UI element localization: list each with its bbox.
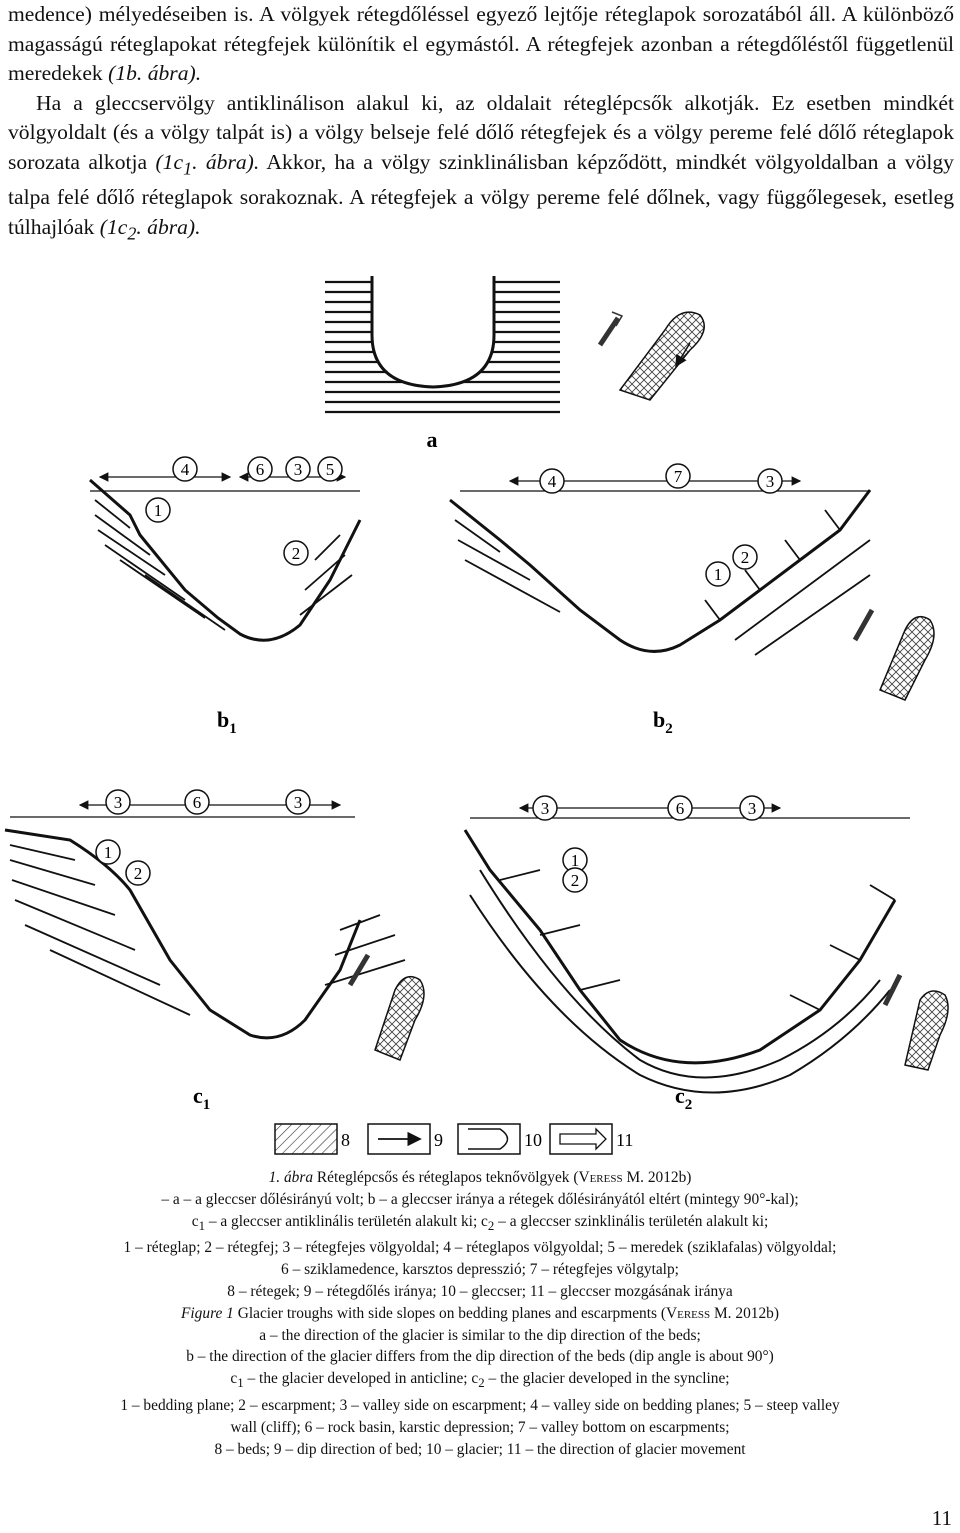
- legend-label-10: 10: [524, 1130, 542, 1150]
- p2-text-a: Ha a gleccservölgy antiklinálison alakul…: [8, 90, 954, 174]
- page-number: 11: [931, 1506, 952, 1530]
- legend-beds-swatch: [274, 1123, 338, 1155]
- b2-marker-2: 2: [741, 548, 750, 567]
- panel-label-b1: b1: [217, 707, 237, 737]
- c1-marker-2: 2: [134, 864, 143, 883]
- body-text: medence) mélyedéseiben is. A völgyek rét…: [8, 0, 954, 249]
- panel-label-a: a: [427, 427, 438, 452]
- c2-marker-3a: 3: [541, 799, 550, 818]
- paragraph-2: Ha a gleccservölgy antiklinálison alakul…: [8, 89, 954, 249]
- b1-marker-2: 2: [292, 544, 301, 563]
- caption-hu-line-4: 1 – réteglap; 2 – rétegfej; 3 – rétegfej…: [123, 1239, 837, 1257]
- legend-label-11: 11: [616, 1130, 633, 1150]
- panel-label-c2: c2: [675, 1083, 692, 1113]
- panel-label-c1: c1: [193, 1083, 210, 1113]
- figure-legend: 8 9 10 11: [274, 1123, 633, 1155]
- b1-marker-5: 5: [326, 460, 335, 479]
- c2-marker-2: 2: [571, 871, 580, 890]
- c2-marker-1: 1: [571, 851, 580, 870]
- c1-marker-3b: 3: [294, 793, 303, 812]
- caption-hu-line-2: – a – a gleccser dőlésirányú volt; b – a…: [161, 1190, 799, 1208]
- p1-line-2: áll. A különböző magasságú réteglapokat …: [8, 2, 955, 56]
- c1-marker-1: 1: [104, 843, 113, 862]
- figure-ref-1b: (1b. ábra).: [108, 61, 202, 85]
- panel-b1: 4 6 3 5 1 2 b1: [89, 456, 362, 737]
- p2-text-b: Akkor, ha a völgy szinklinálisban képződ…: [8, 149, 954, 239]
- b1-marker-6: 6: [256, 460, 265, 479]
- panel-a: a: [325, 276, 705, 452]
- caption-hu-line-6: 8 – rétegek; 9 – rétegdőlés iránya; 10 –…: [227, 1283, 733, 1301]
- legend-movement-swatch: [549, 1123, 613, 1155]
- caption-hu-line-3: c1 – a gleccser antiklinális területén a…: [191, 1212, 769, 1233]
- figure-glacier-troughs: a 4 6 3 5 1 2 b1: [4, 276, 949, 1155]
- caption-hu-line-5: 6 – sziklamedence, karsztos depresszió; …: [281, 1261, 679, 1279]
- b2-marker-4: 4: [548, 472, 557, 491]
- b1-marker-4: 4: [181, 460, 190, 479]
- figure-ref-1c2: (1c2. ábra).: [99, 214, 201, 244]
- b2-marker-1: 1: [714, 565, 723, 584]
- p1-line-1: medence) mélyedéseiben is. A völgyek rét…: [8, 2, 803, 26]
- b1-marker-1: 1: [154, 501, 163, 520]
- legend-label-9: 9: [434, 1130, 443, 1150]
- panel-c1: 3 6 3 1 2 c1: [4, 789, 425, 1113]
- b2-marker-7: 7: [674, 467, 683, 486]
- panel-label-b2: b2: [653, 707, 673, 737]
- caption-en-line-5: 1 – bedding plane; 2 – escarpment; 3 – v…: [120, 1397, 840, 1415]
- caption-en-title: Figure 1 Glacier troughs with side slope…: [181, 1304, 779, 1322]
- caption-en-line-6: wall (cliff); 6 – rock basin, karstic de…: [230, 1418, 730, 1436]
- paragraph-1: medence) mélyedéseiben is. A völgyek rét…: [8, 0, 954, 89]
- legend-label-8: 8: [341, 1130, 350, 1150]
- c1-marker-3a: 3: [114, 793, 123, 812]
- caption-hu-title: 1. ábra Réteglépcsős és réteglapos teknő…: [268, 1169, 692, 1186]
- c1-marker-6: 6: [193, 793, 202, 812]
- b2-marker-3: 3: [766, 472, 775, 491]
- caption-en-line-4: c1 – the glacier developed in anticline;…: [230, 1370, 730, 1391]
- c2-marker-6: 6: [676, 799, 685, 818]
- b1-marker-3: 3: [294, 460, 303, 479]
- figure-ref-1c1: (1c1. ábra).: [155, 149, 260, 178]
- figure-caption: 1. ábra Réteglépcsős és réteglapos teknő…: [0, 1167, 960, 1461]
- caption-en-line-3: b – the direction of the glacier differs…: [186, 1348, 774, 1366]
- panel-c2: 3 6 3 1 2 c2: [463, 795, 949, 1113]
- caption-en-line-7: 8 – beds; 9 – dip direction of bed; 10 –…: [214, 1440, 746, 1458]
- panel-b2: 4 7 3 1 2 b2: [449, 463, 935, 737]
- p1-line-3: azonban a rétegdőléstől függetlenül mere…: [8, 31, 954, 86]
- caption-en-line-2: a – the direction of the glacier is simi…: [259, 1326, 701, 1344]
- c2-marker-3b: 3: [748, 799, 757, 818]
